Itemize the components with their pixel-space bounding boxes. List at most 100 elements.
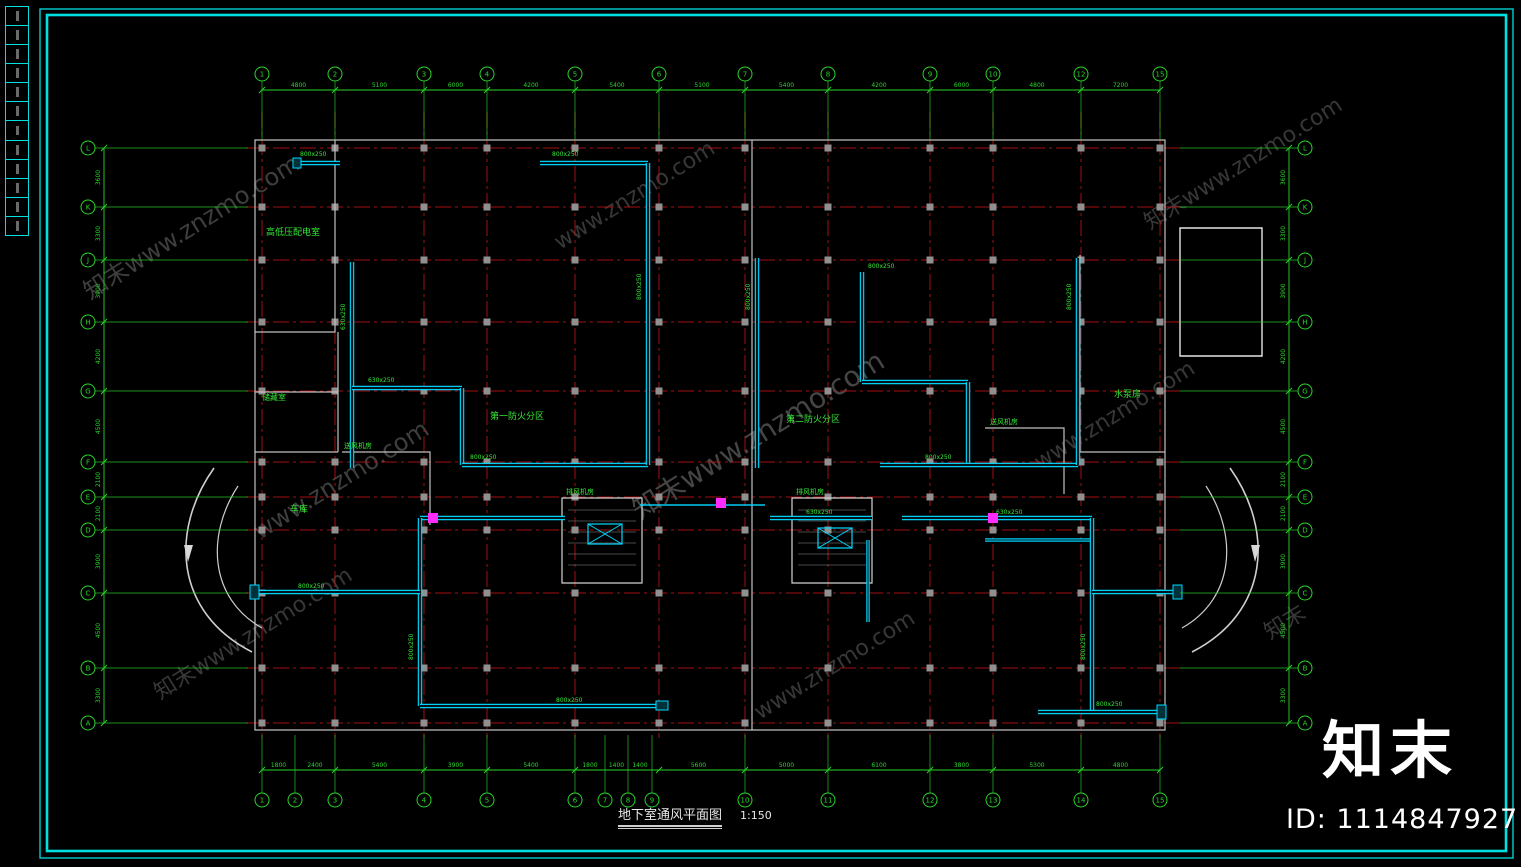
wall-line xyxy=(255,332,339,453)
axis-bubble-label: K xyxy=(86,204,91,212)
watermark-text: 知末www.znzmo.com xyxy=(150,563,357,705)
axis-bubble-label: C xyxy=(86,590,91,598)
axis-bubble xyxy=(80,199,96,215)
axis-bubble xyxy=(327,792,343,808)
wall-line xyxy=(185,467,253,653)
column xyxy=(1156,719,1164,727)
axis-bubble xyxy=(922,792,938,808)
title-block-cell-text xyxy=(15,30,19,41)
duct-grille xyxy=(292,157,302,169)
plan-label: 水泵房 xyxy=(1114,388,1141,400)
ramp-arrow xyxy=(184,545,193,562)
column xyxy=(741,256,749,264)
dimension-value: 6000 xyxy=(448,82,463,89)
axis-bubble-label: 14 xyxy=(1077,797,1086,805)
dimension-value: 5000 xyxy=(779,762,794,769)
axis-bubble-label: B xyxy=(86,665,91,673)
column xyxy=(483,203,491,211)
axis-bubble xyxy=(567,792,583,808)
column xyxy=(571,589,579,597)
axis-bubble xyxy=(1297,383,1313,399)
sheet-frame-outer xyxy=(39,8,1514,859)
dimension-value: 3900 xyxy=(95,554,102,569)
watermark-text: www.znzmo.com xyxy=(750,606,920,725)
column xyxy=(1156,493,1164,501)
axis-bubble xyxy=(985,792,1001,808)
dimension-value: 5100 xyxy=(694,82,709,89)
column xyxy=(824,318,832,326)
axis-bubble-label: 9 xyxy=(928,71,932,79)
axis-bubble-label: 4 xyxy=(422,797,427,805)
fire-damper xyxy=(988,513,998,523)
column xyxy=(824,144,832,152)
title-block-cell-text xyxy=(15,49,19,60)
column xyxy=(1077,144,1085,152)
sheet-frame-inner xyxy=(45,13,1508,853)
dimension-value: 3300 xyxy=(95,226,102,241)
dimension-value: 2400 xyxy=(307,762,322,769)
column xyxy=(571,256,579,264)
column xyxy=(655,719,663,727)
column xyxy=(989,318,997,326)
axis-bubble-label: 3 xyxy=(333,797,337,805)
plan-label: 第一防火分区 xyxy=(490,410,544,422)
column xyxy=(331,526,339,534)
column xyxy=(1077,493,1085,501)
axis-bubble xyxy=(1297,314,1313,330)
axis-bubble-label: 5 xyxy=(573,71,577,79)
ramp-arrow xyxy=(1251,545,1260,562)
wall-line xyxy=(1181,485,1228,629)
axis-bubble xyxy=(567,66,583,82)
title-block-cell-text xyxy=(15,106,19,117)
axis-bubble-label: E xyxy=(86,494,90,502)
axis-bubble xyxy=(644,792,660,808)
column xyxy=(420,203,428,211)
column xyxy=(655,256,663,264)
dimension-value: 4800 xyxy=(291,82,306,89)
axis-bubble xyxy=(737,66,753,82)
axis-bubble xyxy=(254,792,270,808)
wall-line xyxy=(254,139,1166,731)
dimension-value: 4200 xyxy=(871,82,886,89)
column xyxy=(1077,387,1085,395)
axis-bubble xyxy=(1073,792,1089,808)
column xyxy=(926,493,934,501)
column xyxy=(420,256,428,264)
dimension-value: 1400 xyxy=(632,762,647,769)
title-block-cell xyxy=(6,26,28,46)
sheet-title-text: 地下室通风平面图 xyxy=(618,804,723,829)
duct-grille xyxy=(1156,704,1167,720)
axis-bubble xyxy=(985,66,1001,82)
axis-bubble-label: 1 xyxy=(260,797,264,805)
plan-label: 800x250 xyxy=(470,454,497,461)
axis-bubble-label: 5 xyxy=(485,797,489,805)
column xyxy=(926,589,934,597)
column xyxy=(1077,526,1085,534)
dimension-value: 2100 xyxy=(1280,506,1287,521)
column xyxy=(571,144,579,152)
column xyxy=(824,458,832,466)
column xyxy=(824,719,832,727)
title-block-cell xyxy=(6,141,28,160)
duct-grille xyxy=(655,700,669,711)
column xyxy=(989,144,997,152)
axis-bubble xyxy=(820,792,836,808)
plan-label: 800x250 xyxy=(556,697,583,704)
dimension-value: 3300 xyxy=(95,688,102,703)
title-block-cell-text xyxy=(15,125,19,136)
fan-unit xyxy=(587,523,623,545)
axis-bubble xyxy=(1297,660,1313,676)
column xyxy=(741,664,749,672)
image-id: ID: 1114847927 xyxy=(1286,804,1519,835)
dimension-value: 5400 xyxy=(372,762,387,769)
column xyxy=(258,719,266,727)
column xyxy=(989,458,997,466)
axis-bubble-label: H xyxy=(1302,319,1307,327)
axis-bubble xyxy=(80,383,96,399)
axis-bubble-label: G xyxy=(1302,388,1307,396)
plan-label: 高低压配电室 xyxy=(266,226,320,238)
column xyxy=(420,526,428,534)
column xyxy=(420,318,428,326)
watermark-text: www.znzmo.com xyxy=(248,415,434,545)
